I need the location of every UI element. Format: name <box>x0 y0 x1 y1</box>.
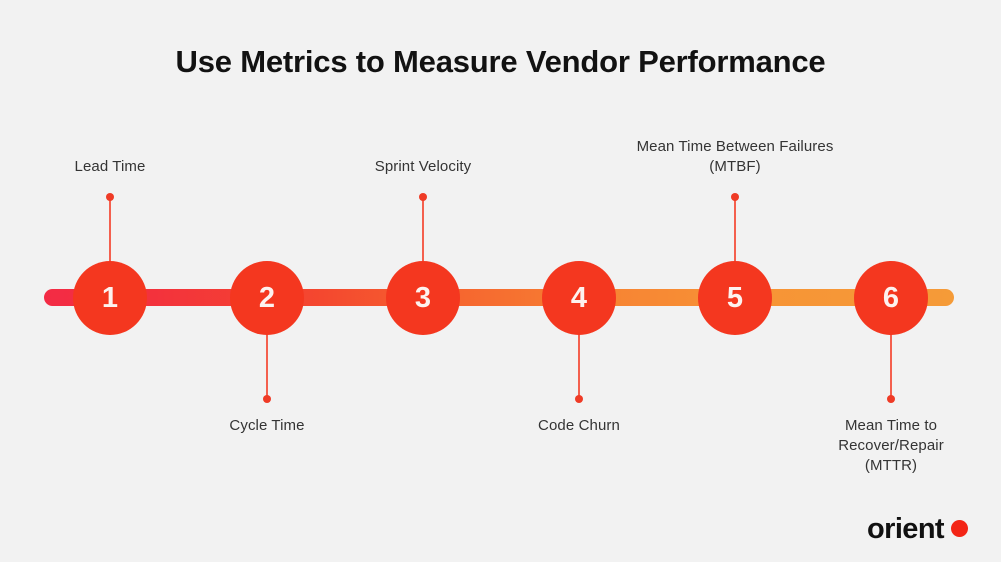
connector-dot-icon <box>575 395 583 403</box>
brand-logo: orient <box>867 515 968 544</box>
page-title: Use Metrics to Measure Vendor Performanc… <box>175 44 826 79</box>
connector-dot-icon <box>106 193 114 201</box>
connector-dot-icon <box>419 193 427 201</box>
connector-dot-icon <box>887 395 895 403</box>
step-label-6: Mean Time to Recover/Repair (MTTR) <box>838 417 944 475</box>
timeline-node-3[interactable]: 3 <box>386 261 460 335</box>
timeline-node-6[interactable]: 6 <box>854 261 928 335</box>
step-label-5: Mean Time Between Failures (MTBF) <box>636 137 834 175</box>
timeline-node-5[interactable]: 5 <box>698 261 772 335</box>
connector-dot-icon <box>263 395 271 403</box>
connector-dot-icon <box>731 193 739 201</box>
logo-dot-icon <box>951 520 968 537</box>
step-label-1: Lead Time <box>74 157 146 175</box>
timeline-bar <box>44 289 954 306</box>
step-connector-2 <box>263 328 271 403</box>
step-connector-3 <box>419 193 427 268</box>
step-connector-6 <box>887 328 895 403</box>
step-label-2: Cycle Time <box>229 417 305 434</box>
step-connector-5 <box>731 193 739 268</box>
step-label-4: Code Churn <box>538 417 620 434</box>
timeline-node-1[interactable]: 1 <box>73 261 147 335</box>
timeline-node-2[interactable]: 2 <box>230 261 304 335</box>
step-connector-4 <box>575 328 583 403</box>
timeline-node-4[interactable]: 4 <box>542 261 616 335</box>
step-label-3: Sprint Velocity <box>374 157 472 175</box>
step-connector-1 <box>106 193 114 268</box>
logo-wordmark: orient <box>867 513 945 545</box>
